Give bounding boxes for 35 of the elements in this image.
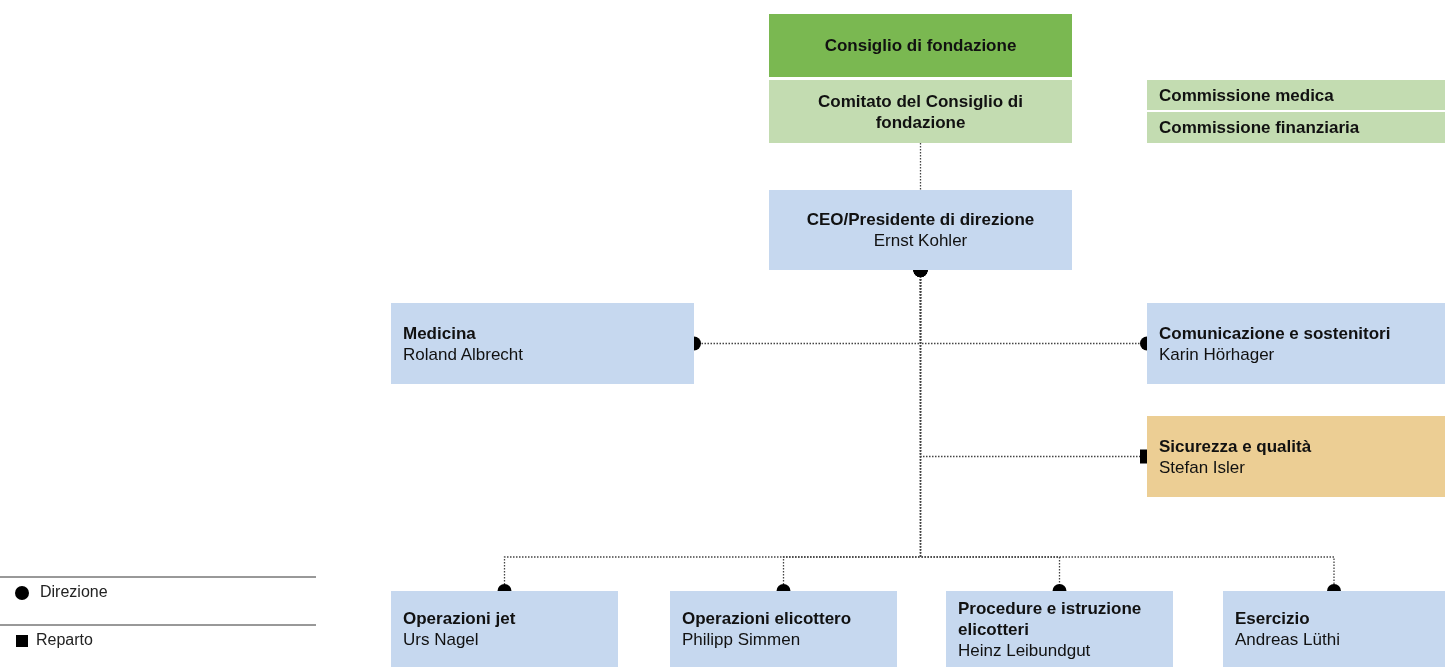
connector-line <box>919 142 922 191</box>
org-box <box>391 591 618 667</box>
unit-title: Consiglio di fondazione <box>824 35 1017 56</box>
org-box <box>1147 112 1445 143</box>
person-name: Karin Hörhager <box>1159 343 1276 365</box>
unit-title: Operazioni jet <box>403 608 517 629</box>
unit-title: Sicurezza e qualità <box>1159 435 1313 457</box>
legend-label: Reparto <box>36 631 93 649</box>
person-name: Heinz Leibundgut <box>958 639 1092 661</box>
person-name: Stefan Isler <box>1159 456 1246 478</box>
legend-label: Direzione <box>40 583 108 601</box>
person-name: Roland Albrecht <box>403 343 525 365</box>
person-name: Urs Nagel <box>403 629 480 650</box>
unit-title: Esercizio <box>1235 608 1311 629</box>
person-name: Philipp Simmen <box>682 629 802 650</box>
unit-title: Comitato del Consiglio di fondazione <box>817 90 1024 133</box>
org-box <box>1223 591 1445 667</box>
unit-title: Procedure e istruzione elicotteri <box>958 597 1143 640</box>
person-name: Andreas Lüthi <box>1235 629 1341 650</box>
org-box <box>1147 303 1445 384</box>
org-box <box>391 303 694 384</box>
org-box <box>1147 80 1445 110</box>
unit-title: Commissione medica <box>1159 84 1335 106</box>
org-box <box>769 14 1072 77</box>
org-box <box>946 591 1173 667</box>
org-box <box>769 190 1072 270</box>
org-box <box>1147 416 1445 497</box>
person-name: Ernst Kohler <box>873 230 968 251</box>
org-box <box>670 591 897 667</box>
unit-title: Operazioni elicottero <box>682 608 853 629</box>
unit-title: Commissione finanziaria <box>1159 117 1361 138</box>
unit-title: CEO/Presidente di direzione <box>806 209 1035 230</box>
org-box <box>769 80 1072 143</box>
unit-title: Medicina <box>403 322 477 344</box>
unit-title: Comunicazione e sostenitori <box>1159 322 1392 344</box>
